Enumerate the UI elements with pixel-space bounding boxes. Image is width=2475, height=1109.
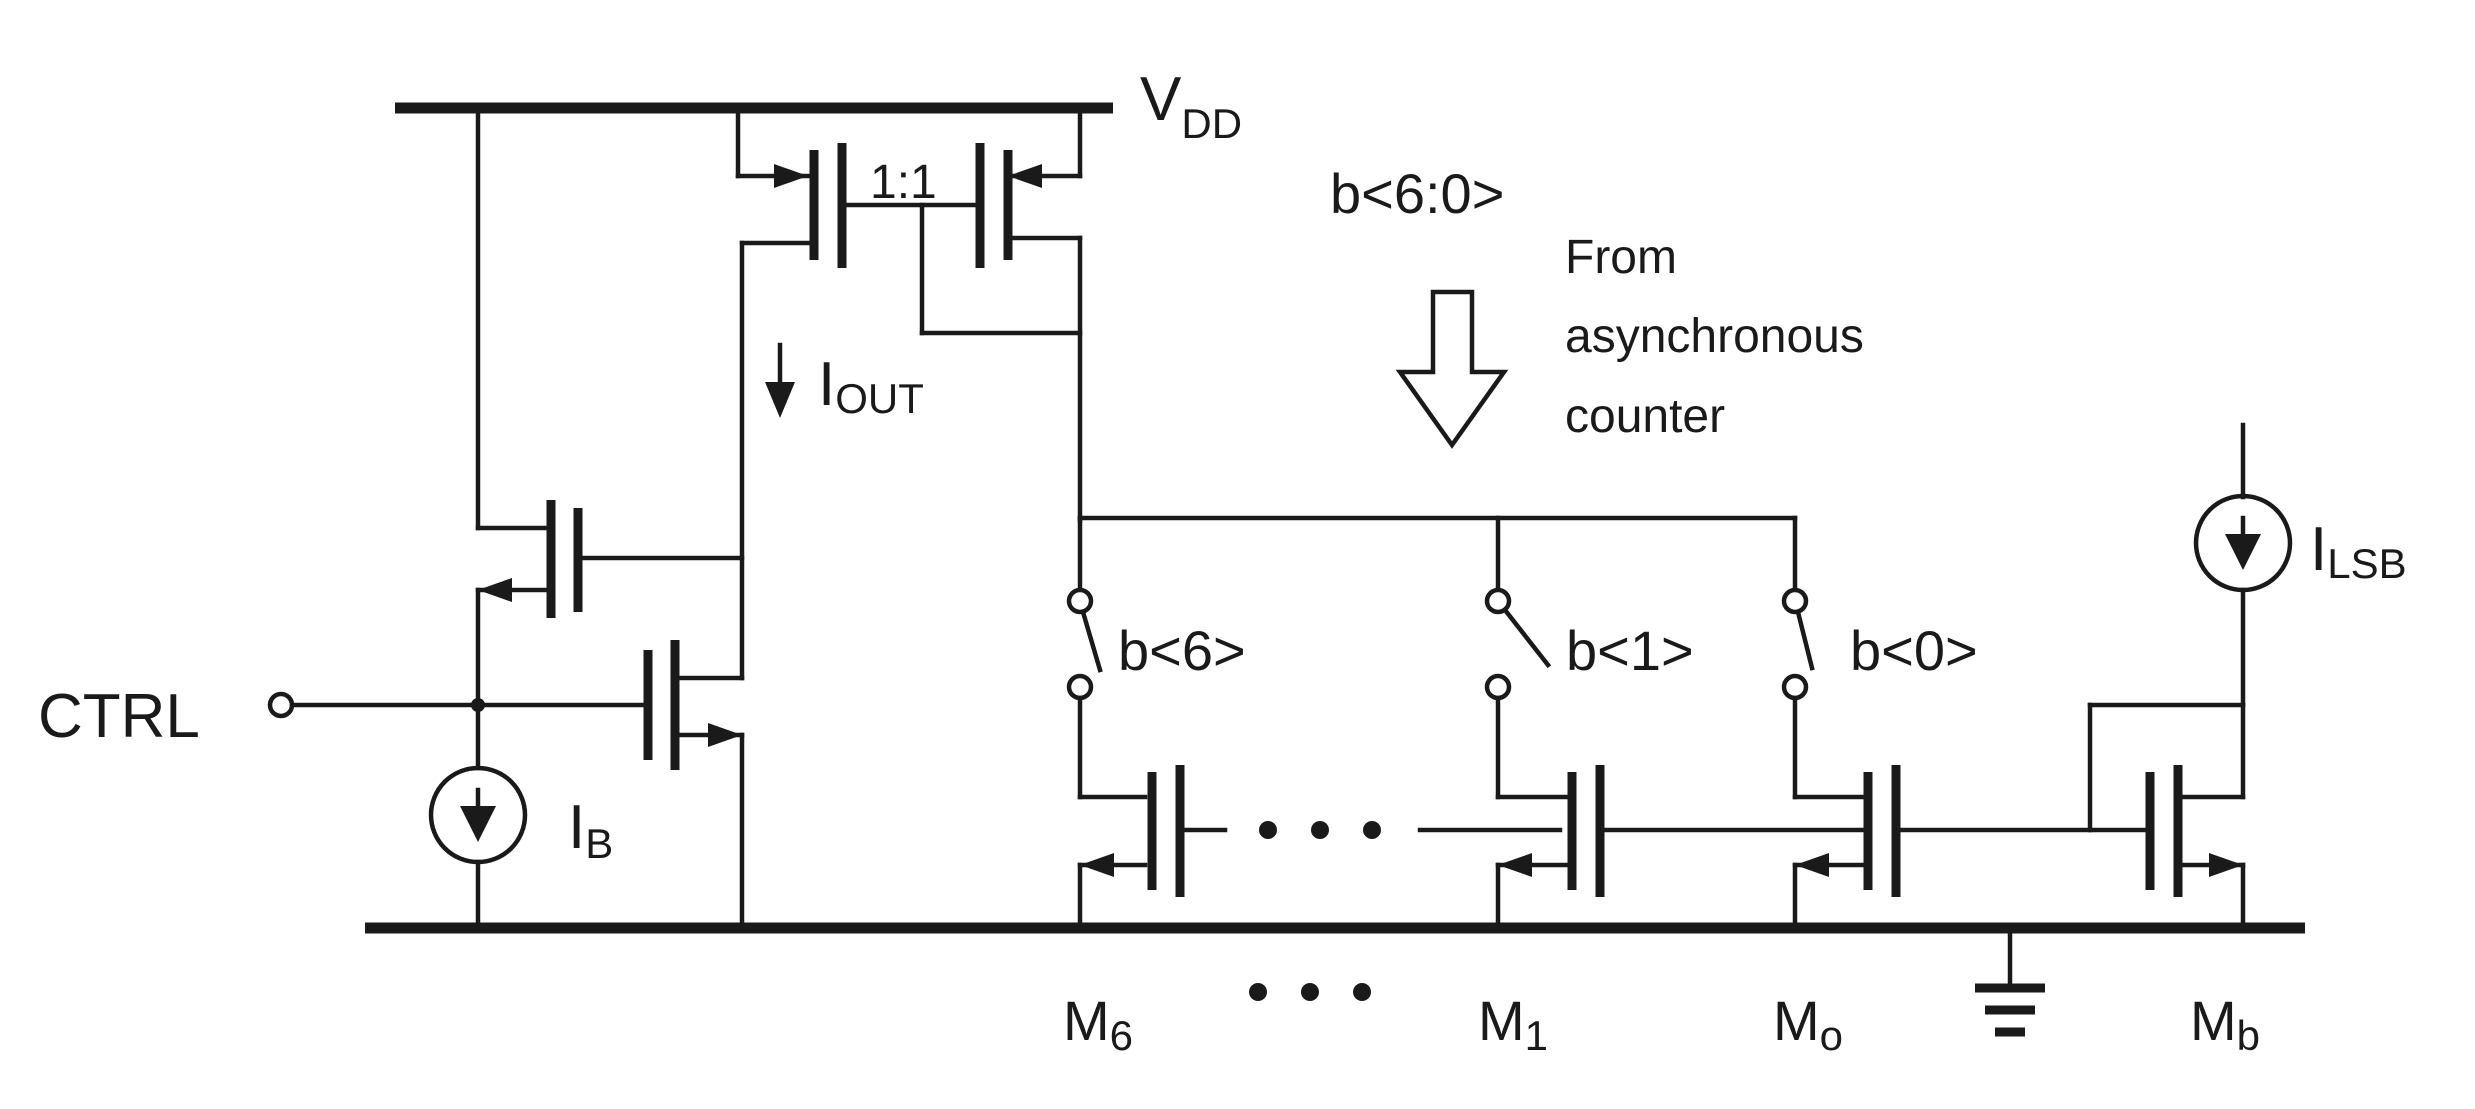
ctrl-nmos xyxy=(643,640,745,931)
switch-b6 xyxy=(1066,515,1148,800)
switch-b1-label: b<1> xyxy=(1566,619,1694,682)
ellipsis-gates xyxy=(1259,821,1563,839)
m6-transistor xyxy=(1077,765,1228,931)
pmos-mirror xyxy=(735,105,1083,523)
ctrl-input xyxy=(267,691,645,719)
switch-b0-label: b<0> xyxy=(1850,619,1978,682)
switch-b6-label: b<6> xyxy=(1118,619,1246,682)
from-line1: From xyxy=(1565,231,1677,284)
m0-transistor xyxy=(1792,765,2153,931)
ilsb-label: ILSB xyxy=(2310,515,2407,587)
switch-b1 xyxy=(1484,515,1569,800)
mirror-ratio-label: 1:1 xyxy=(870,156,937,209)
m1-label: M1 xyxy=(1478,989,1548,1059)
bus-input-arrow-icon xyxy=(1395,289,1509,449)
iout-branch xyxy=(739,240,811,681)
mb-label: Mb xyxy=(2190,989,2260,1059)
m0-label: Mo xyxy=(1773,989,1843,1059)
m1-transistor xyxy=(1495,765,1871,931)
mb-transistor xyxy=(2087,587,2246,931)
ground-icon xyxy=(1975,925,2045,1037)
ib-label: IB xyxy=(568,793,613,867)
left-control-branch xyxy=(428,105,745,931)
from-line2: asynchronous xyxy=(1565,310,1864,363)
ilsb-current-source xyxy=(2193,422,2293,593)
ctrl-label: CTRL xyxy=(38,682,200,751)
ellipsis-labels xyxy=(1249,983,1371,1001)
m6-label: M6 xyxy=(1063,989,1133,1059)
iout-label: IOUT xyxy=(818,350,924,422)
vdd-label: VDD xyxy=(1140,65,1242,147)
bus-label: b<6:0> xyxy=(1330,162,1504,225)
switch-b0 xyxy=(1781,515,1865,800)
from-line3: counter xyxy=(1565,390,1725,443)
